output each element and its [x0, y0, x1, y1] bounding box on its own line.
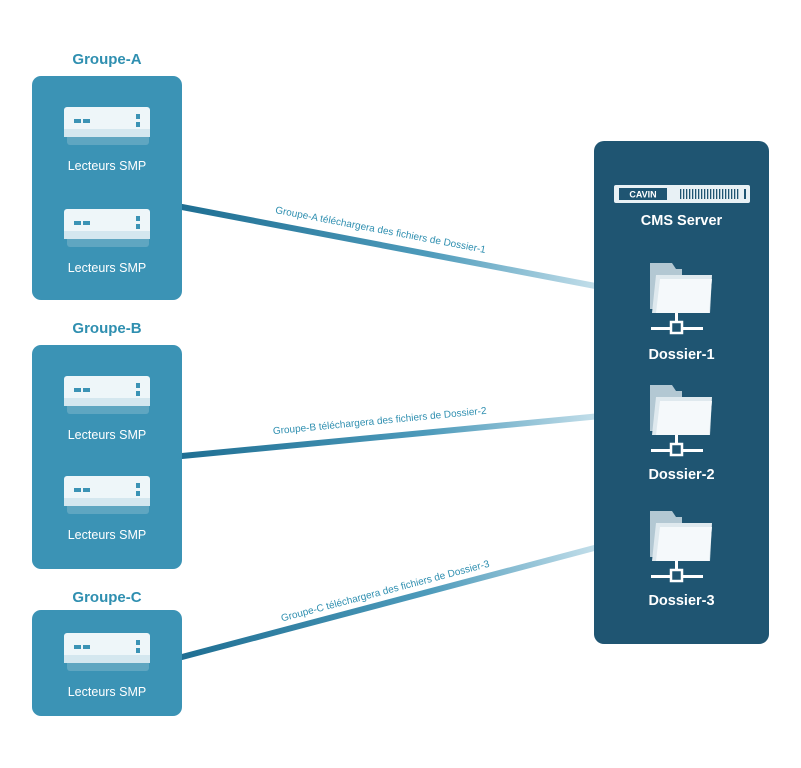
smp-player-icon	[64, 107, 150, 145]
player-b1: Lecteurs SMP	[32, 373, 182, 453]
network-folder-icon	[650, 385, 712, 457]
network-folder-icon	[650, 511, 712, 583]
group-box-a: Lecteurs SMP Lecteurs SMP	[32, 76, 182, 300]
smp-player-icon	[64, 209, 150, 247]
network-folder-icon	[650, 263, 712, 335]
link-line-c	[179, 535, 635, 660]
link-label-c: Groupe-C téléchargera des fichiers de Do…	[280, 559, 491, 625]
folder-label: Dossier-3	[648, 593, 715, 609]
group-box-c: Lecteurs SMP	[32, 610, 182, 716]
player-label: Lecteurs SMP	[67, 159, 147, 173]
smp-player-icon	[64, 376, 150, 414]
player-label: Lecteurs SMP	[67, 528, 147, 542]
group-box-b: Lecteurs SMP Lecteurs SMP	[32, 345, 182, 569]
folder-label: Dossier-2	[648, 467, 715, 483]
server-rack-icon: CAVIN	[614, 185, 750, 203]
player-a1: Lecteurs SMP	[32, 104, 182, 184]
smp-player-icon	[64, 476, 150, 514]
player-label: Lecteurs SMP	[67, 261, 147, 275]
player-b2: Lecteurs SMP	[32, 473, 182, 553]
link-line-b	[179, 410, 635, 459]
player-c1: Lecteurs SMP	[32, 630, 182, 710]
link-line-a	[179, 204, 635, 296]
server-title: CMS Server	[640, 213, 723, 229]
player-label: Lecteurs SMP	[67, 428, 147, 442]
group-title-b: Groupe-B	[72, 320, 142, 337]
smp-player-icon	[64, 633, 150, 671]
player-a2: Lecteurs SMP	[32, 206, 182, 286]
group-title-c: Groupe-C	[72, 589, 142, 606]
folder-label: Dossier-1	[648, 347, 715, 363]
group-title-a: Groupe-A	[72, 51, 142, 68]
player-label: Lecteurs SMP	[67, 685, 147, 699]
cms-server-panel: CAVIN CMS Server D	[594, 141, 769, 644]
server-brand-logo: CAVIN	[629, 190, 656, 200]
